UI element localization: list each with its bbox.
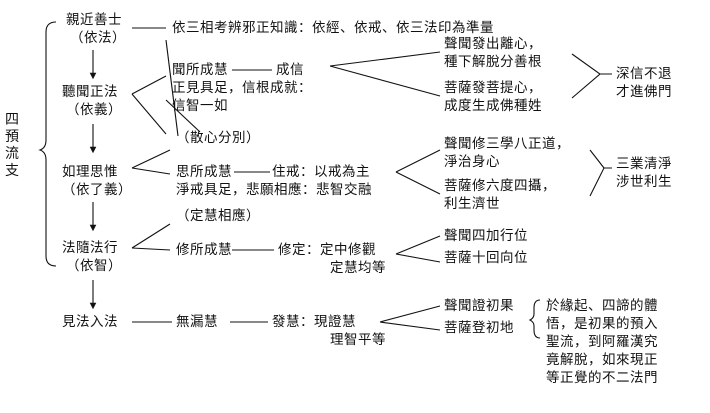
stage-2-bodhisattva-1: 菩薩發菩提心， xyxy=(444,80,542,96)
stage-3-name: 如理思惟 xyxy=(62,164,118,180)
stage-5-conclusion-5: 等正覺的不二法門 xyxy=(546,370,658,386)
stage-2-shravaka-1: 聲聞發出離心， xyxy=(444,36,542,52)
stage-3-result: 住戒：以戒為主 xyxy=(272,164,370,180)
brace-stage2 xyxy=(571,53,612,99)
stage-5-conclusion-2: 悟，是初果的預入 xyxy=(546,316,658,332)
connector-stage3-branches xyxy=(395,149,441,195)
connector-stage5-branches xyxy=(379,305,441,331)
brace-stage5 xyxy=(528,299,541,339)
stage-3-bodhisattva-2: 利生濟世 xyxy=(444,196,500,212)
stage-3-sub: （依了義） xyxy=(62,182,132,198)
stage-4-note: （定慧相應） xyxy=(176,208,260,224)
stage-4-line2: 定慧均等 xyxy=(330,260,386,276)
main-brace xyxy=(38,21,57,267)
stage-3-note: （散心分別） xyxy=(176,130,260,146)
stage-1-sub: （依法） xyxy=(70,30,126,46)
stage-5-conclusion-4: 竟解脫，如來現正 xyxy=(546,352,658,368)
connector-stage4 xyxy=(131,223,171,251)
connector-stage4-branches xyxy=(395,235,441,263)
stage-3-shravaka-1: 聲聞修三學八正道， xyxy=(444,136,570,152)
stage-5-name: 見法入法 xyxy=(62,314,118,330)
connector-stage3 xyxy=(131,149,171,175)
stage-4-shravaka: 聲聞四加行位 xyxy=(444,228,528,244)
stage-3-conclusion-2: 涉世利生 xyxy=(616,174,672,190)
stage-2-result: 成信 xyxy=(276,62,304,78)
stage-2-conclusion-1: 深信不退 xyxy=(616,66,672,82)
connector-stage2 xyxy=(131,75,167,135)
stage-5-line2: 理智平等 xyxy=(330,332,386,348)
stage-3-shravaka-2: 淨治身心 xyxy=(444,154,500,170)
stage-2-sub: （依義） xyxy=(66,102,122,118)
stage-2-shravaka-2: 種下解脫分善根 xyxy=(444,54,542,70)
stage-1-line: 依三相考辨邪正知識：依經、依戒、依三法印為準量 xyxy=(172,20,494,36)
stage-5-conclusion-1: 於緣起、四諦的體 xyxy=(546,298,658,314)
stage-5-wisdom: 無漏慧 xyxy=(176,314,218,330)
connector-note1 xyxy=(165,99,201,133)
stage-4-wisdom: 修所成慧 xyxy=(176,242,232,258)
stage-2-line2: 正見具足，信根成就： xyxy=(172,80,312,96)
stage-3-conclusion-1: 三業清淨 xyxy=(616,156,672,172)
connector-stage2-branches xyxy=(329,51,441,97)
stage-3-bodhisattva-1: 菩薩修六度四攝， xyxy=(444,178,556,194)
stage-4-sub: （依智） xyxy=(66,258,122,274)
stage-3-wisdom: 思所成慧 xyxy=(176,164,232,180)
stage-3-line2: 淨戒具足，悲願相應：悲智交融 xyxy=(176,182,372,198)
stage-5-result: 發慧：現證慧 xyxy=(272,314,356,330)
stage-5-shravaka: 聲聞證初果 xyxy=(444,298,514,314)
stage-2-line3: 信智一如 xyxy=(172,98,228,114)
stage-2-name: 聽聞正法 xyxy=(62,84,118,100)
stage-2-bodhisattva-2: 成度生成佛種姓 xyxy=(444,98,542,114)
diagram-title-vertical: 四預流支 xyxy=(5,112,19,179)
connector-note1b xyxy=(165,39,179,137)
stage-5-conclusion-3: 聖流，到阿羅漢究 xyxy=(546,334,658,350)
stage-1-name: 親近善士 xyxy=(66,12,122,28)
brace-stage3 xyxy=(589,149,612,197)
stage-5-bodhisattva: 菩薩登初地 xyxy=(444,320,514,336)
stage-4-bodhisattva: 菩薩十回向位 xyxy=(444,250,528,266)
stage-4-name: 法隨法行 xyxy=(62,240,118,256)
stage-2-wisdom: 聞所成慧 xyxy=(172,62,228,78)
stage-4-result: 修定：定中修觀 xyxy=(278,242,376,258)
stage-2-conclusion-2: 才進佛門 xyxy=(616,84,672,100)
